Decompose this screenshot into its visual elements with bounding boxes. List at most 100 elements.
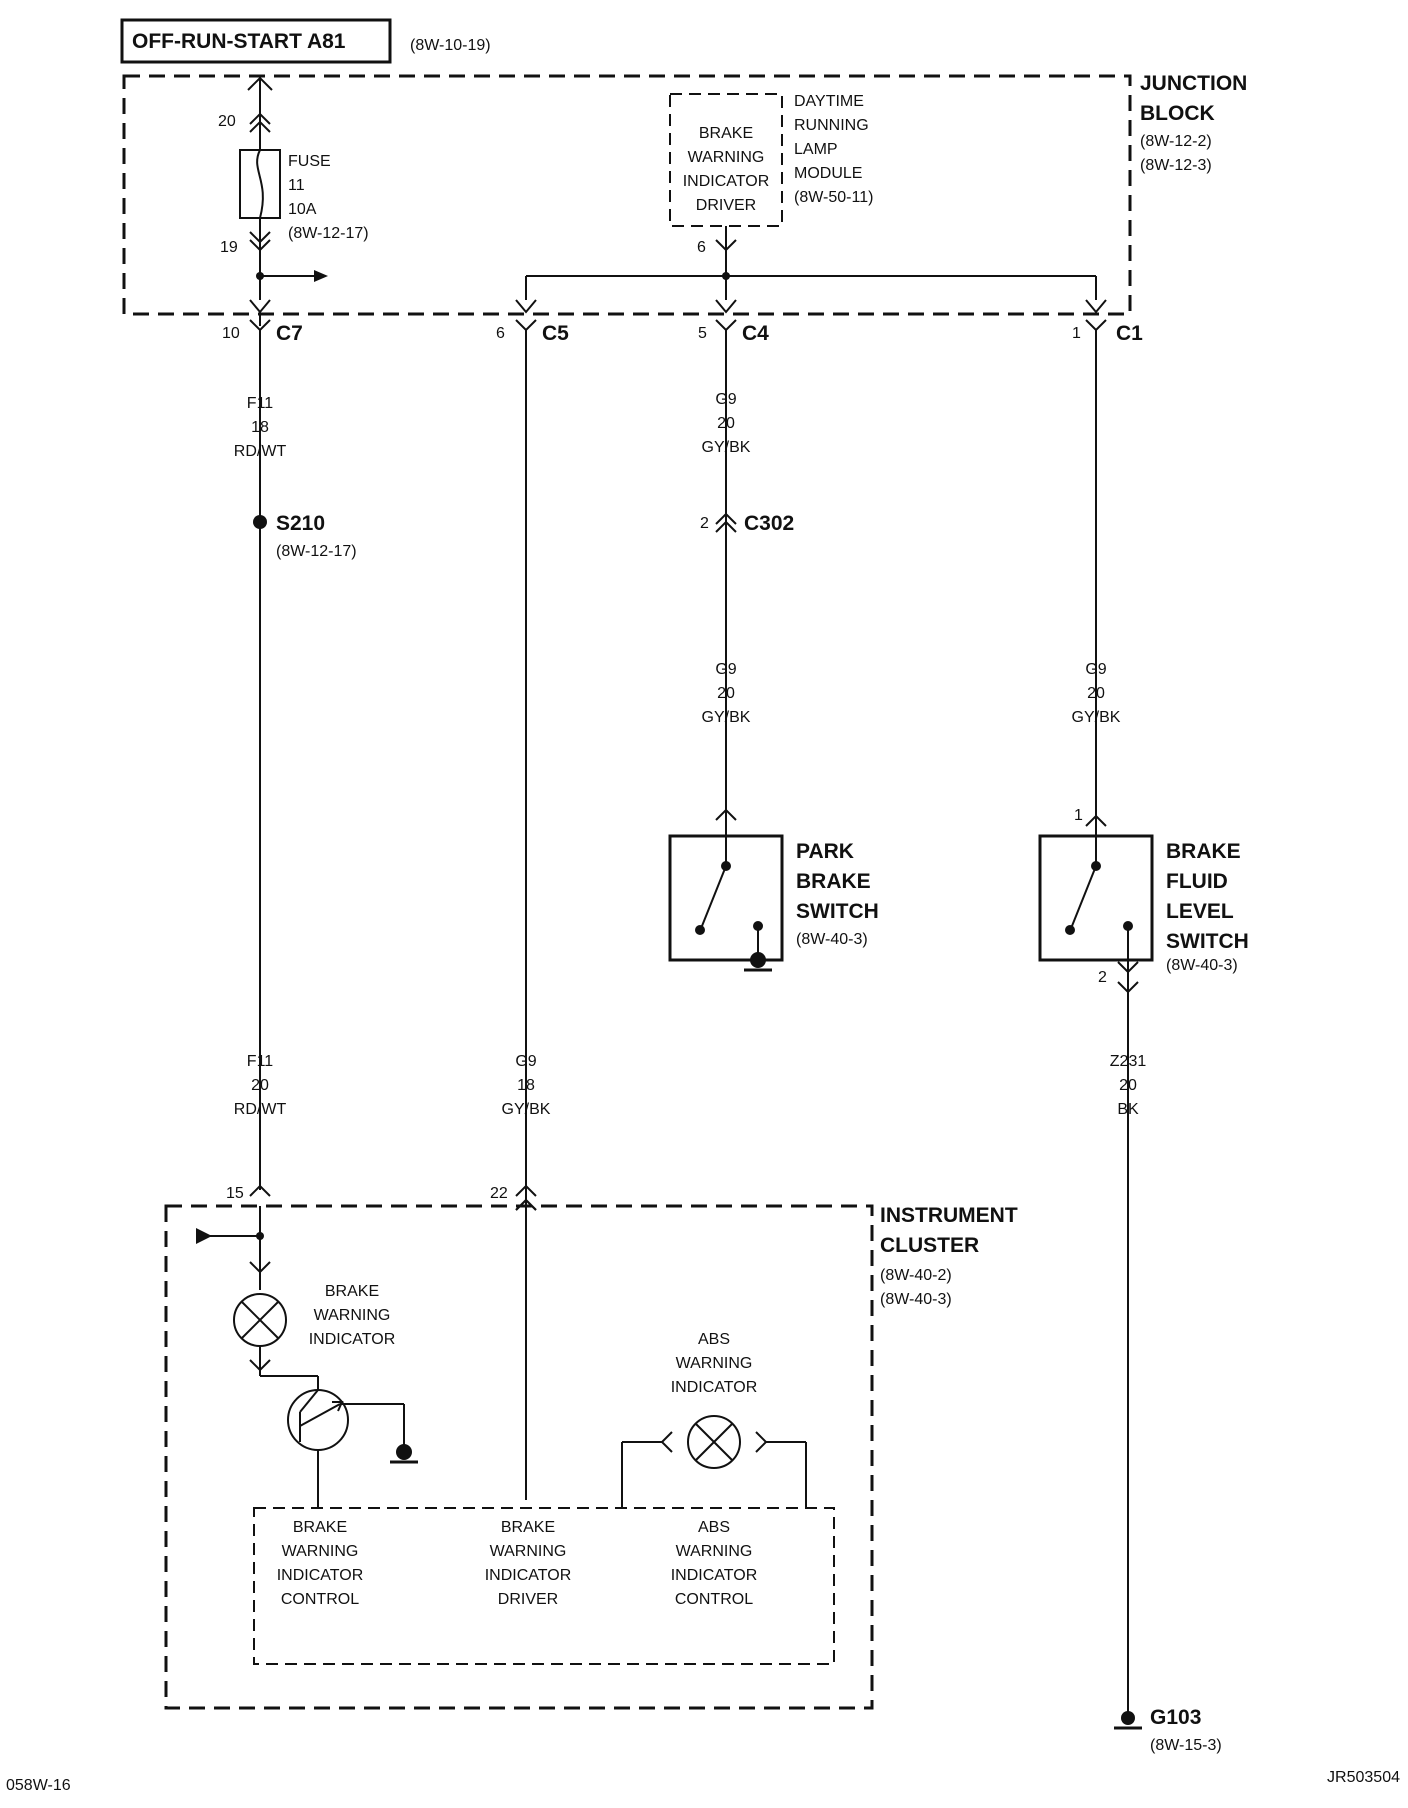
drl-outer-ref: (8W-50-11): [794, 189, 873, 206]
wire-g9-c5: [515, 330, 537, 1500]
abs-lamp-label-1: ABS: [698, 1331, 730, 1348]
g9-c4-top-color: GY/BK: [702, 439, 751, 456]
f11-bottom-gauge: 20: [251, 1077, 269, 1094]
drl-pin: 6: [697, 239, 706, 256]
c1-label: C1: [1116, 322, 1143, 345]
drl-outer-4: MODULE: [794, 165, 862, 182]
g9-c1-color: GY/BK: [1072, 709, 1121, 726]
z231-circuit: Z231: [1110, 1053, 1147, 1070]
drl-inner-1: BRAKE: [699, 125, 753, 142]
f11-bottom-circuit: F11: [247, 1053, 273, 1070]
brake-fluid-level-switch: [1038, 834, 1154, 974]
module-driver-1: BRAKE: [501, 1519, 555, 1536]
module-driver-2: WARNING: [490, 1543, 567, 1560]
fuse-label-3: 10A: [288, 201, 317, 218]
g9-c4-top-gauge: 20: [717, 415, 735, 432]
splice-s210-ref: (8W-12-17): [276, 543, 357, 560]
cluster-pin-f11: 15: [226, 1185, 244, 1202]
brake-fluid-pin-in: 1: [1074, 807, 1083, 824]
park-brake-ref: (8W-40-3): [796, 931, 868, 948]
wire-z231: [1114, 972, 1142, 1730]
g9-c4-bottom-color: GY/BK: [702, 709, 751, 726]
c4-pin: 5: [698, 325, 707, 342]
module-control-1: BRAKE: [293, 1519, 347, 1536]
g9-c1-gauge: 20: [1087, 685, 1105, 702]
brake-lamp-label-2: WARNING: [314, 1307, 391, 1324]
c4-label: C4: [742, 322, 769, 345]
g9-c4-bottom-gauge: 20: [717, 685, 735, 702]
drl-module-box: [669, 93, 783, 227]
abs-lamp-label-3: INDICATOR: [671, 1379, 758, 1396]
title-ref: (8W-10-19): [410, 37, 491, 54]
module-abs-2: WARNING: [676, 1543, 753, 1560]
cluster-title-2: CLUSTER: [880, 1234, 979, 1257]
c7-pin: 10: [222, 325, 240, 342]
f11-bottom-color: RD/WT: [234, 1101, 287, 1118]
z231-gauge: 20: [1119, 1077, 1137, 1094]
module-abs-3: INDICATOR: [671, 1567, 758, 1584]
c7-label: C7: [276, 322, 303, 345]
cluster-ref-1: (8W-40-2): [880, 1267, 952, 1284]
module-control-4: CONTROL: [281, 1591, 359, 1608]
park-brake-label-3: SWITCH: [796, 900, 879, 923]
c5-pin: 6: [496, 325, 505, 342]
junction-block-outline: [122, 74, 1132, 316]
g9-c5-color: GY/BK: [502, 1101, 551, 1118]
fuse-label-1: FUSE: [288, 153, 331, 170]
fuse-pin-out: 19: [220, 239, 238, 256]
f11-top-gauge: 18: [251, 419, 269, 436]
c5-label: C5: [542, 322, 569, 345]
fuse-ref: (8W-12-17): [288, 225, 369, 242]
c302-pin: 2: [700, 515, 709, 532]
drl-inner-2: WARNING: [688, 149, 765, 166]
module-control-2: WARNING: [282, 1543, 359, 1560]
wire-g9-c1: [1085, 330, 1107, 836]
brake-fluid-label-3: LEVEL: [1166, 900, 1234, 923]
junction-block-title-2: BLOCK: [1140, 102, 1215, 125]
drl-outer-3: LAMP: [794, 141, 838, 158]
abs-lamp-label-2: WARNING: [676, 1355, 753, 1372]
footer-left: 058W-16: [6, 1777, 71, 1794]
wire-f11: [239, 76, 328, 1197]
splice-s210-label: S210: [276, 512, 325, 535]
park-brake-switch: [668, 834, 784, 972]
fuse-label-2: 11: [288, 177, 305, 194]
title-box: [120, 18, 392, 64]
g9-c5-circuit: G9: [515, 1053, 536, 1070]
z231-color: BK: [1117, 1101, 1139, 1118]
cluster-title-1: INSTRUMENT: [880, 1204, 1018, 1227]
drl-outer-1: DAYTIME: [794, 93, 864, 110]
g9-c4-bottom-circuit: G9: [715, 661, 736, 678]
module-abs-1: ABS: [698, 1519, 730, 1536]
g9-c5-gauge: 18: [517, 1077, 535, 1094]
junction-block-ref-2: (8W-12-3): [1140, 157, 1212, 174]
cluster-module-box: [253, 1507, 835, 1665]
junction-block-ref-1: (8W-12-2): [1140, 133, 1212, 150]
junction-block-title-1: JUNCTION: [1140, 72, 1247, 95]
cluster-pin-g9: 22: [490, 1185, 508, 1202]
module-driver-3: INDICATOR: [485, 1567, 572, 1584]
cluster-ref-2: (8W-40-3): [880, 1291, 952, 1308]
c302-label: C302: [744, 512, 794, 535]
fuse-pin-in: 20: [218, 113, 236, 130]
module-driver-4: DRIVER: [498, 1591, 558, 1608]
brake-lamp-label-1: BRAKE: [325, 1283, 379, 1300]
title-label: OFF-RUN-START A81: [132, 30, 346, 53]
brake-fluid-pin-out: 2: [1098, 969, 1107, 986]
ground-g103-ref: (8W-15-3): [1150, 1737, 1222, 1754]
cluster-internal-wiring: [196, 1198, 807, 1508]
c1-pin: 1: [1072, 325, 1081, 342]
park-brake-label-2: BRAKE: [796, 870, 871, 893]
instrument-cluster-outline: [164, 1204, 874, 1710]
drl-inner-3: INDICATOR: [683, 173, 770, 190]
ground-g103-label: G103: [1150, 1706, 1201, 1729]
g9-c4-top-circuit: G9: [715, 391, 736, 408]
brake-fluid-label-1: BRAKE: [1166, 840, 1241, 863]
footer-right: JR503504: [1327, 1769, 1400, 1786]
brake-fluid-ref: (8W-40-3): [1166, 957, 1238, 974]
brake-fluid-label-4: SWITCH: [1166, 930, 1249, 953]
wire-g9-bus: [515, 226, 1107, 314]
module-abs-4: CONTROL: [675, 1591, 753, 1608]
drl-outer-2: RUNNING: [794, 117, 869, 134]
